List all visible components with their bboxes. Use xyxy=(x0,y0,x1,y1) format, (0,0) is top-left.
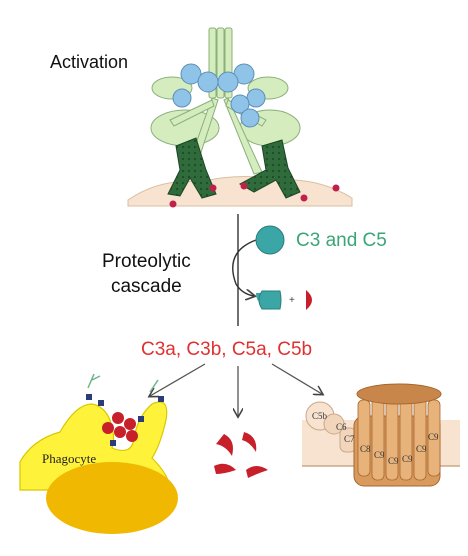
membrane-dots xyxy=(169,182,340,208)
mac-label-c9-2: C9 xyxy=(388,456,399,466)
proteolytic-line1: Proteolytic xyxy=(102,251,191,272)
phagocyte-label: Phagocyte xyxy=(42,451,96,466)
mac-label-c5b: C5b xyxy=(312,411,328,421)
mac-label-c8: C8 xyxy=(360,444,371,454)
mac-label-c9-5: C9 xyxy=(428,432,439,442)
proteolytic-cascade-label: Proteolytic cascade xyxy=(102,249,191,299)
mac-label-c9-3: C9 xyxy=(402,454,413,464)
c3-c5-label: C3 and C5 xyxy=(296,230,387,251)
c3-c5-molecule xyxy=(255,225,285,255)
mac-illustration xyxy=(302,383,460,487)
anaphylatoxin-fragments xyxy=(214,432,268,478)
cell-membrane xyxy=(127,175,353,207)
proteolytic-line2: cascade xyxy=(110,276,182,297)
mac-label-c9-4: C9 xyxy=(416,444,427,454)
mac-label-c9-1: C9 xyxy=(374,450,385,460)
mac-label-c6: C6 xyxy=(336,422,347,432)
cascade-arrows xyxy=(232,214,256,326)
c3b-fragment-body xyxy=(258,290,282,310)
c1q-heads xyxy=(172,63,266,128)
mac-label-c7: C7 xyxy=(344,434,355,444)
product-arrows xyxy=(150,363,322,416)
c3a-fragment xyxy=(306,290,312,310)
cleavage-products-label: C3a, C3b, C5a, C5b xyxy=(141,339,313,360)
activation-illustration xyxy=(127,27,353,208)
c1-dark-complex xyxy=(167,137,301,199)
phagocyte-illustration xyxy=(19,373,178,534)
plus-sign: + xyxy=(289,295,295,306)
activation-label: Activation xyxy=(50,52,129,72)
